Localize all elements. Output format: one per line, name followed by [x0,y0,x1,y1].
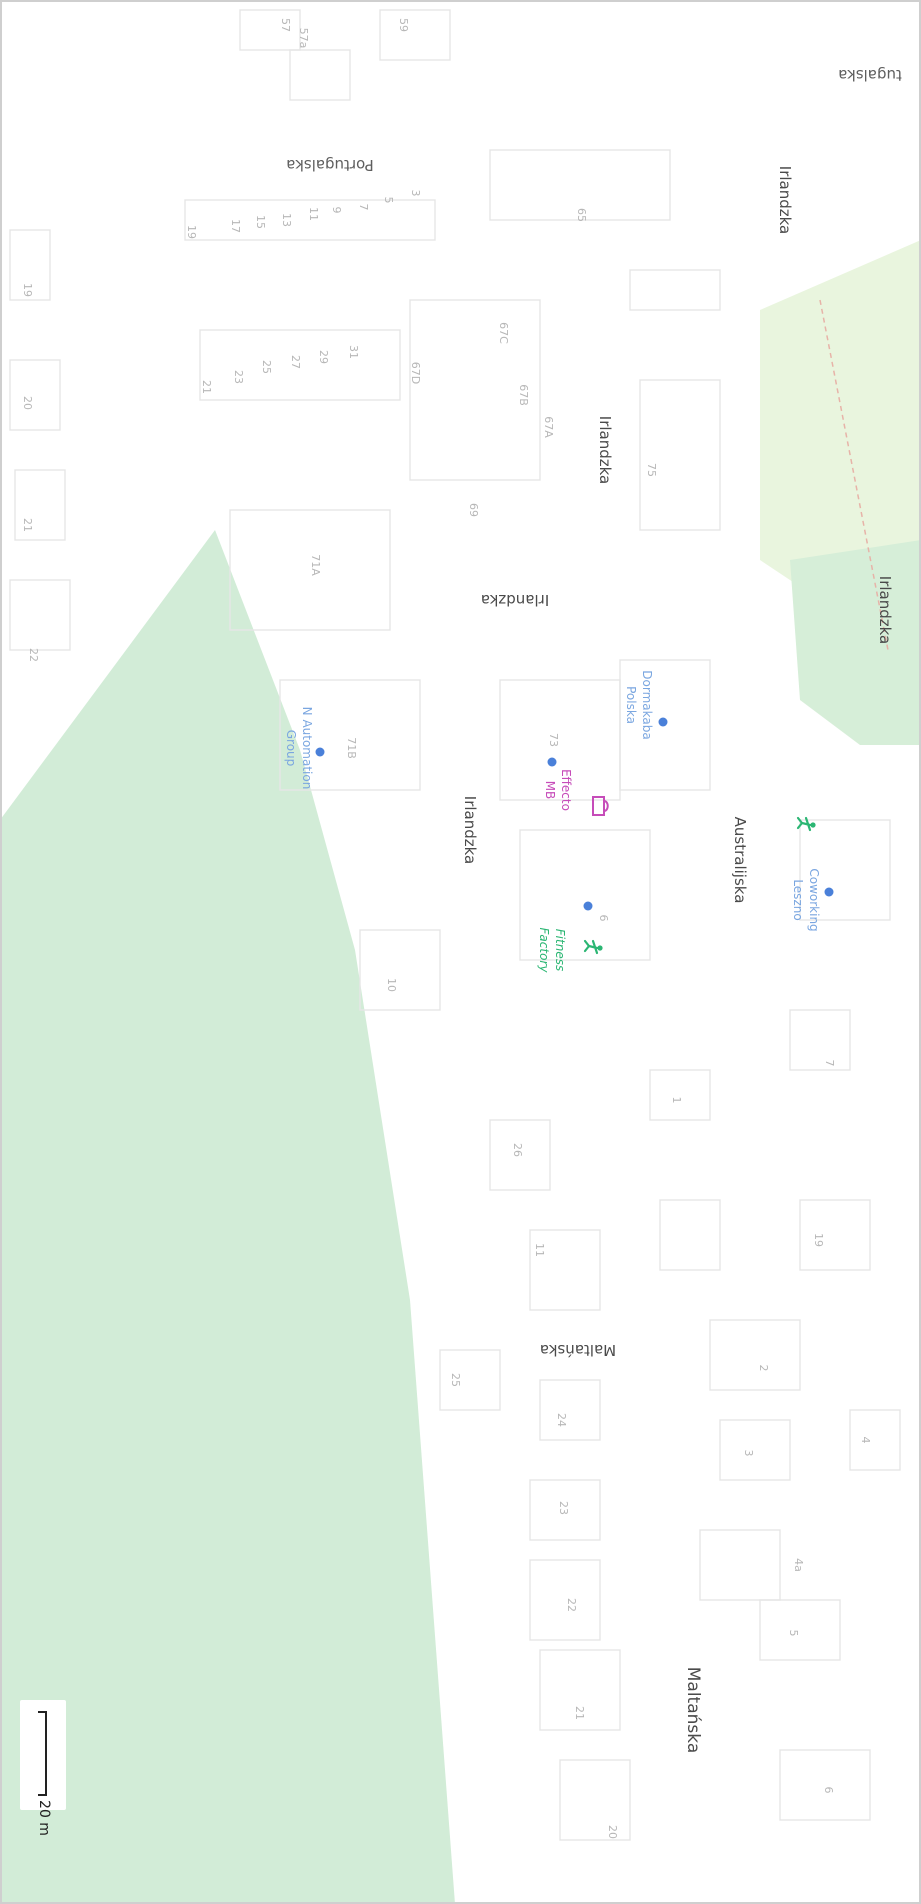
house-number: 17 [229,219,242,233]
street-label-australijska: Australijska [731,817,749,904]
house-number: 11 [307,207,320,221]
house-number: 67C [497,322,510,344]
running-figure-icon [583,939,603,955]
poi-label-coworking: Coworking [807,868,821,931]
house-number: 69 [467,503,480,517]
poi-n-automation[interactable]: N Automation Group [284,707,325,790]
house-number: 11 [533,1243,546,1257]
house-number: 25 [260,360,273,374]
house-number: 22 [27,648,40,662]
scale-label: 20 m [36,1800,52,1836]
poi-dormakaba[interactable]: Dormakaba Polska [624,670,668,740]
house-number: 31 [347,345,360,359]
house-number: 27 [289,355,302,369]
poi-dot-icon [547,757,557,767]
park-area-upper [760,240,921,600]
house-number: 4a [792,1558,805,1572]
house-number: 3 [742,1450,755,1457]
house-number: 57a [297,28,310,49]
poi-fitness[interactable]: Fitness Factory [537,901,603,974]
street-label-irlandzka-park: Irlandzka [876,576,894,644]
forest-area [0,530,455,1904]
poi-label-fitness: Fitness [553,929,567,971]
house-number: 1 [670,1097,683,1104]
house-number: 5 [787,1630,800,1637]
park-area-lower [790,540,921,745]
house-number: 24 [555,1413,568,1427]
house-number: 65 [575,208,588,222]
house-number: 25 [449,1373,462,1387]
house-number: 3 [409,190,422,197]
poi-label-n-automation-2: Group [284,730,298,767]
street-label-irlandzka-mid: Irlandzka [596,416,614,484]
house-number: 21 [21,518,34,532]
house-number: 21 [200,380,213,394]
house-number: 5 [382,197,395,204]
street-label-portugalska: Portugalska [286,156,374,174]
house-number: 7 [823,1060,836,1067]
house-number: 71B [345,737,358,759]
house-number: 4 [859,1437,872,1444]
house-numbers: 57 57a 59 65 3 5 7 9 11 13 15 17 19 19 2… [21,18,872,1839]
poi-label-dormakaba: Dormakaba [640,670,654,739]
poi-dot-icon [824,887,834,897]
poi-dot-icon [658,717,668,727]
street-label-irlandzka-bend: Irlandzka [481,591,549,609]
scale-bar-line [38,1711,47,1796]
house-number: 75 [645,463,658,477]
house-number: 9 [330,207,343,214]
house-number: 22 [565,1598,578,1612]
house-number: 67B [517,384,530,406]
street-label-irlandzka-north: Irlandzka [776,166,794,234]
poi-effecto[interactable]: Effecto MB [543,757,609,816]
house-number: 71A [309,554,322,576]
house-number: 67D [409,362,422,384]
poi-dot-icon [583,901,593,911]
house-number: 20 [606,1825,619,1839]
street-label-irlandzka-south: Irlandzka [461,796,479,864]
poi-label-coworking-2: Leszno [791,879,805,920]
house-number: 19 [185,225,198,239]
street-label-maltanska-mid: Maltańska [540,1341,616,1359]
house-number: 29 [317,350,330,364]
street-label-portugalska-edge: tugalska [838,66,902,84]
house-number: 6 [822,1787,835,1794]
poi-dot-icon [315,747,325,757]
poi-label-n-automation: N Automation [300,707,314,790]
poi-coworking[interactable]: running-figure-icon Coworking Leszno [791,816,834,932]
house-number: 10 [385,978,398,992]
street-label-maltanska-south: Maltańska [683,1667,703,1754]
poi-label-fitness-2: Factory [537,928,551,974]
house-number: 59 [397,18,410,32]
house-number: 67A [542,416,555,438]
park-path [819,299,889,651]
house-number: 13 [280,213,293,227]
house-number: 20 [21,396,34,410]
house-number: 2 [757,1365,770,1372]
house-number: 23 [557,1501,570,1515]
house-number: 6 [597,915,610,922]
scale-bar: 20 m [20,1700,66,1836]
poi-label-effecto: Effecto [559,769,573,811]
shop-icon [592,796,609,816]
house-number: 19 [21,283,34,297]
house-number: 21 [573,1706,586,1720]
house-number: 73 [547,733,560,747]
buildings [9,9,901,1841]
running-figure-icon [796,816,816,832]
house-number: 19 [812,1233,825,1247]
house-number: 26 [511,1143,524,1157]
house-number: 57 [279,18,292,32]
house-number: 7 [357,204,370,211]
house-number: 23 [232,370,245,384]
poi-label-dormakaba-2: Polska [624,686,638,724]
house-number: 15 [254,215,267,229]
poi-label-effecto-2: MB [543,781,557,800]
